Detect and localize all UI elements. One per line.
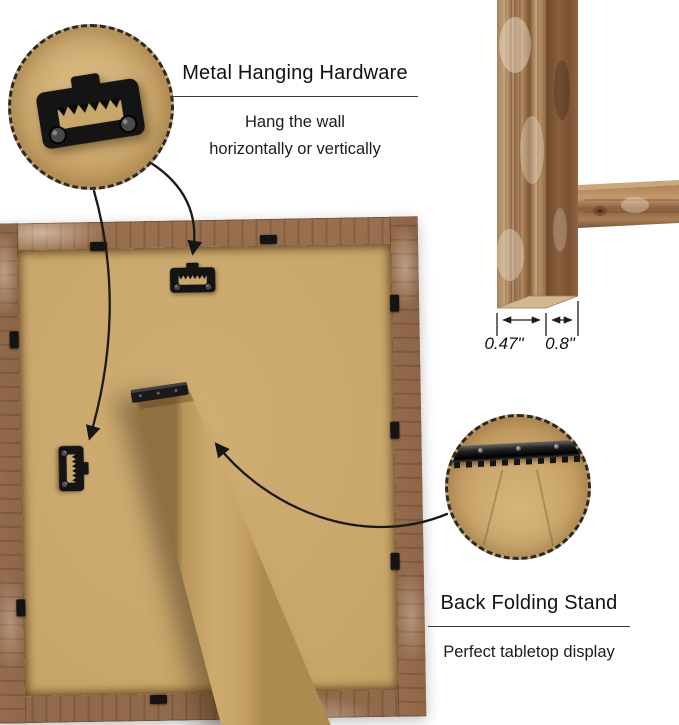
retainer-clip bbox=[390, 552, 400, 570]
sawtooth-hanger-icon bbox=[36, 73, 145, 149]
rail-front-face bbox=[578, 185, 679, 228]
stand-title: Back Folding Stand bbox=[440, 592, 618, 614]
stand-edge-crease bbox=[535, 469, 555, 547]
stile-side-face bbox=[546, 0, 578, 308]
hardware-zoom-callout bbox=[8, 24, 174, 190]
hardware-text-block: Metal Hanging Hardware Hang the wall hor… bbox=[172, 62, 418, 162]
hardware-divider bbox=[172, 96, 418, 97]
retainer-clip bbox=[16, 599, 26, 617]
hardware-desc-line1: Hang the wall bbox=[245, 113, 345, 131]
stand-zoom-callout bbox=[445, 414, 591, 560]
screw-icon bbox=[516, 446, 521, 451]
rail-top-face bbox=[578, 180, 679, 190]
dimension-depth-label: 0.47" bbox=[484, 334, 524, 353]
sawtooth-hanger-icon bbox=[58, 445, 89, 492]
stand-divider bbox=[428, 626, 630, 627]
stand-text-block: Back Folding Stand Perfect tabletop disp… bbox=[428, 592, 630, 666]
stile-end-face bbox=[496, 295, 579, 309]
frame-back-photo bbox=[0, 216, 427, 724]
dimension-lines bbox=[496, 301, 579, 336]
retainer-clip bbox=[269, 689, 288, 699]
stile-front-face bbox=[497, 0, 546, 308]
hardware-title: Metal Hanging Hardware bbox=[182, 62, 408, 84]
retainer-clip bbox=[259, 234, 278, 245]
frame-corner-profile bbox=[496, 0, 679, 336]
retainer-clip bbox=[9, 331, 19, 349]
retainer-clip bbox=[390, 421, 400, 439]
stand-subtitle: Perfect tabletop display bbox=[443, 643, 615, 661]
hardware-desc-line2: horizontally or vertically bbox=[209, 139, 381, 158]
sawtooth-hanger-icon bbox=[169, 262, 216, 293]
retainer-clip bbox=[389, 294, 400, 312]
retainer-clip bbox=[149, 694, 168, 705]
retainer-clip bbox=[90, 241, 108, 252]
dimension-width-label: 0.8" bbox=[545, 334, 575, 353]
screw-icon bbox=[554, 444, 559, 449]
stand-edge-crease bbox=[482, 469, 504, 547]
screw-icon bbox=[478, 448, 483, 453]
